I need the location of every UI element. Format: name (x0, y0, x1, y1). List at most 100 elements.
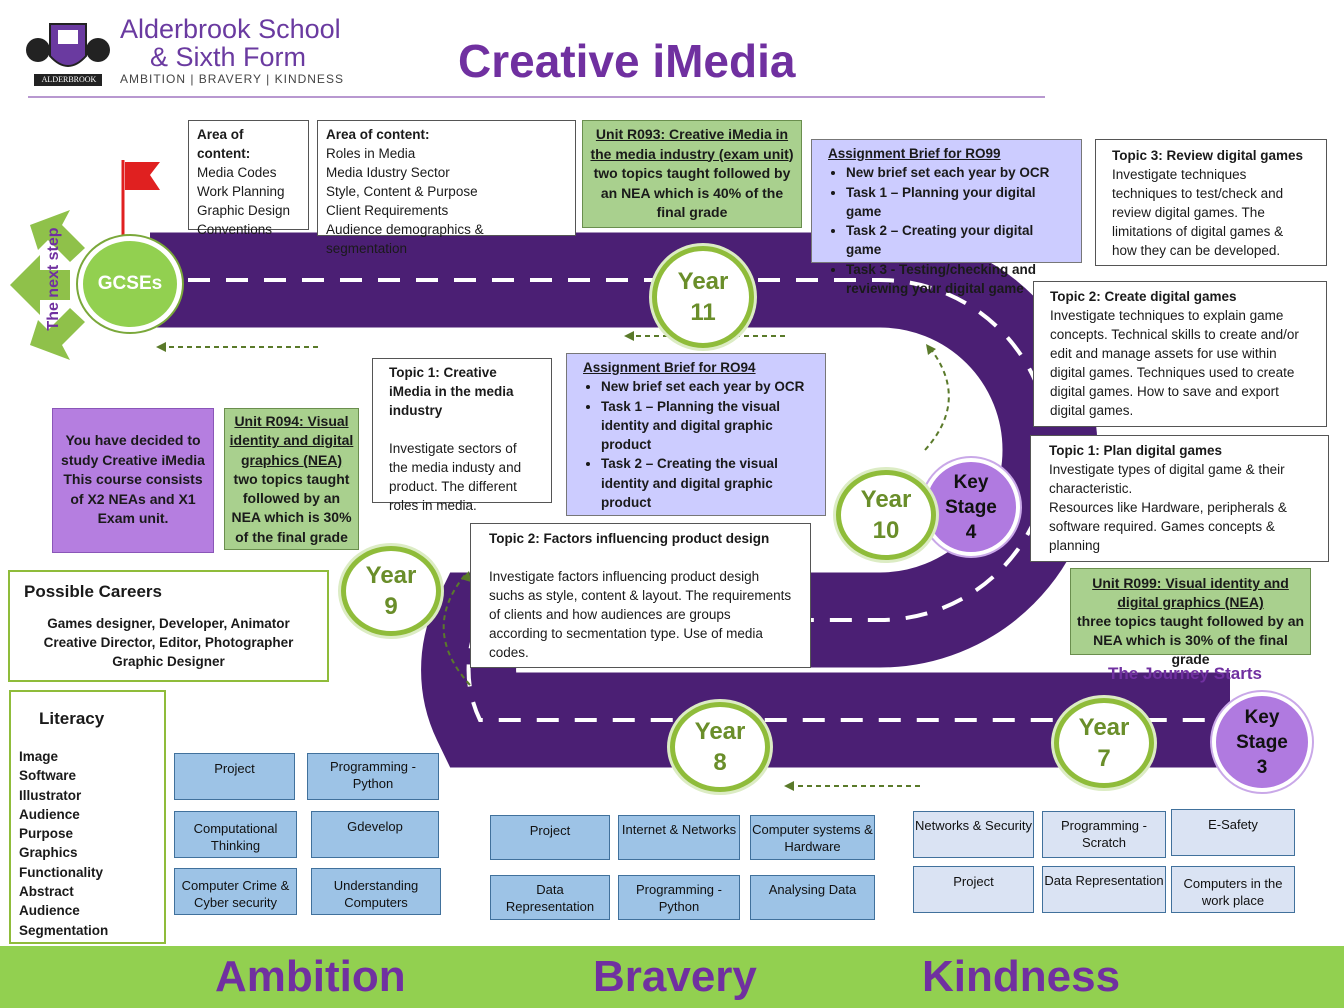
unit-r093-title: Unit R093: Creative iMedia in the media … (590, 126, 794, 162)
literacy-word: Segmentation (19, 922, 109, 938)
literacy-word: Purpose (19, 826, 74, 842)
literacy-word: Software (19, 768, 77, 784)
topic1-media-box: Topic 1: Creative iMedia in the media in… (372, 358, 552, 513)
year8-topic-tile: Analysing Data (750, 875, 875, 920)
unit-r094-body: two topics taught followed by an NEA whi… (231, 470, 352, 545)
topic3-body: Investigate techniques techniques to tes… (1112, 167, 1284, 258)
careers-line: Games designer, Developer, Animator (47, 616, 290, 631)
next-step-label: The next step (45, 227, 62, 331)
unit-r099-box: Unit R099: Visual identity and digital g… (1070, 568, 1311, 667)
assignment-brief-r094: Assignment Brief for RO94 New brief set … (566, 353, 826, 516)
year8-topic-tile: Project (490, 815, 610, 860)
area1-item: Work Planning (197, 184, 285, 199)
brief-r099-item: Task 1 – Planning your digital game (846, 183, 1071, 222)
literacy-box: Literacy Image Software Illustrator Audi… (9, 690, 166, 944)
year7-topic-tile: Project (913, 866, 1034, 913)
brief-r099-title: Assignment Brief for RO99 (828, 146, 1001, 161)
literacy-word: Functionality (19, 864, 103, 880)
year-number: 9 (384, 593, 398, 620)
motto-ambition: Ambition (215, 952, 406, 1001)
year-label: Year (694, 718, 746, 745)
year-label: Year (677, 268, 729, 295)
year-number: 8 (713, 749, 727, 776)
year-label: Year (860, 486, 912, 513)
topic1-plan-body2: Resources like Hardware, peripherals & s… (1049, 500, 1287, 553)
year-number: 11 (690, 299, 716, 326)
year7-topic-tile: Computers in the work place (1171, 866, 1295, 913)
area-of-content-2: Area of content: Roles in Media Media Id… (317, 120, 576, 256)
school-values: AMBITION | BRAVERY | KINDNESS (120, 72, 344, 86)
topic1-media-body: Investigate sectors of the media industy… (389, 441, 522, 513)
careers-lines: Games designer, Developer, Animator Crea… (10, 614, 327, 671)
year9-topic-tile: Computer Crime & Cyber security (174, 868, 297, 915)
school-crest: ALDERBROOK (22, 16, 114, 88)
careers-line: Creative Director, Editor, Photographer (43, 635, 294, 650)
literacy-word: Image (19, 749, 59, 764)
ks-label: Stage (945, 496, 997, 518)
area2-item: Audience demographics & segmentation (326, 222, 484, 256)
area2-item: Client Requirements (326, 203, 449, 218)
brief-r099-item: Task 2 – Creating your digital game (846, 221, 1071, 260)
gcses-circle: GCSEs (78, 236, 182, 332)
year-9-circle: Year 9 (341, 546, 441, 636)
topic3-title: Topic 3: Review digital games (1112, 148, 1304, 163)
unit-r093-box: Unit R093: Creative iMedia in the media … (582, 120, 802, 228)
year-number: 10 (872, 517, 900, 544)
topic2-factors-box: Topic 2: Factors influencing product des… (470, 523, 811, 668)
year-8-circle: Year 8 (670, 702, 770, 792)
area2-item: Media Idustry Sector (326, 165, 450, 180)
topic1-plan-title: Topic 1: Plan digital games (1049, 443, 1223, 458)
topic2-create-body: Investigate techniques to explain game c… (1050, 308, 1299, 418)
brief-r099-item: New brief set each year by OCR (846, 163, 1071, 182)
brief-r099-item: Task 3 - Testing/checking and reviewing … (846, 260, 1071, 299)
ks-number: 3 (1256, 756, 1268, 778)
careers-line: Graphic Designer (112, 654, 225, 669)
topic2-create-title: Topic 2: Create digital games (1050, 289, 1237, 304)
unit-r094-title: Unit R094: Visual identity and digital g… (229, 413, 354, 468)
brief-r094-item: New brief set each year by OCR (601, 377, 817, 396)
year8-topic-tile: Computer systems & Hardware (750, 815, 875, 860)
year9-topic-tile: Understanding Computers (311, 868, 441, 915)
literacy-title: Literacy (39, 709, 105, 728)
topic2-factors-title: Topic 2: Factors influencing product des… (489, 531, 770, 546)
brief-r094-title: Assignment Brief for RO94 (583, 360, 756, 375)
year7-topic-tile: Data Representation (1042, 866, 1166, 913)
course-intro-box: You have decided to study Creative iMedi… (52, 408, 214, 553)
area1-item: Media Codes (197, 165, 277, 180)
year-label: Year (1078, 714, 1130, 741)
topic1-plan-box: Topic 1: Plan digital games Investigate … (1030, 435, 1329, 562)
area1-item: Conventions (197, 222, 273, 237)
topic2-create-box: Topic 2: Create digital games Investigat… (1033, 281, 1327, 427)
literacy-word: Audience (19, 903, 80, 919)
year-7-circle: Year 7 (1054, 698, 1154, 788)
brief-r094-item: Task 2 – Creating the visual identity an… (601, 454, 817, 512)
area1-title: Area of content: (197, 127, 251, 161)
topic1-plan-body1: Investigate types of digital game & thei… (1049, 462, 1285, 496)
year8-topic-tile: Internet & Networks (618, 815, 740, 860)
ks-label: Key (1244, 706, 1280, 728)
careers-title: Possible Careers (24, 582, 162, 601)
year-label: Year (365, 562, 417, 589)
ks-number: 4 (965, 521, 977, 543)
page-title: Creative iMedia (458, 35, 796, 87)
literacy-word: Graphics (19, 845, 78, 861)
topic3-review-box: Topic 3: Review digital games Investigat… (1095, 139, 1327, 266)
crest-banner-text: ALDERBROOK (41, 75, 97, 84)
course-intro-text: You have decided to study Creative iMedi… (61, 432, 205, 526)
unit-r093-body: two topics taught followed by an NEA whi… (593, 165, 791, 220)
year7-topic-tile: Programming - Scratch (1042, 811, 1166, 858)
literacy-word: Illustrator (19, 787, 82, 803)
area2-item: Roles in Media (326, 146, 416, 161)
journey-starts-label: The Journey Starts (1108, 664, 1262, 683)
year9-topic-tile: Project (174, 753, 295, 800)
literacy-words: Image Software Illustrator Audience Purp… (19, 747, 108, 940)
year9-topic-tile: Gdevelop (311, 811, 439, 858)
gcses-label: GCSEs (97, 273, 163, 294)
area2-title: Area of content: (326, 127, 430, 142)
area2-item: Style, Content & Purpose (326, 184, 478, 199)
year-number: 7 (1097, 745, 1111, 772)
topic2-factors-body: Investigate factors influencing product … (489, 569, 792, 660)
area-of-content-1: Area of content: Media Codes Work Planni… (188, 120, 309, 237)
